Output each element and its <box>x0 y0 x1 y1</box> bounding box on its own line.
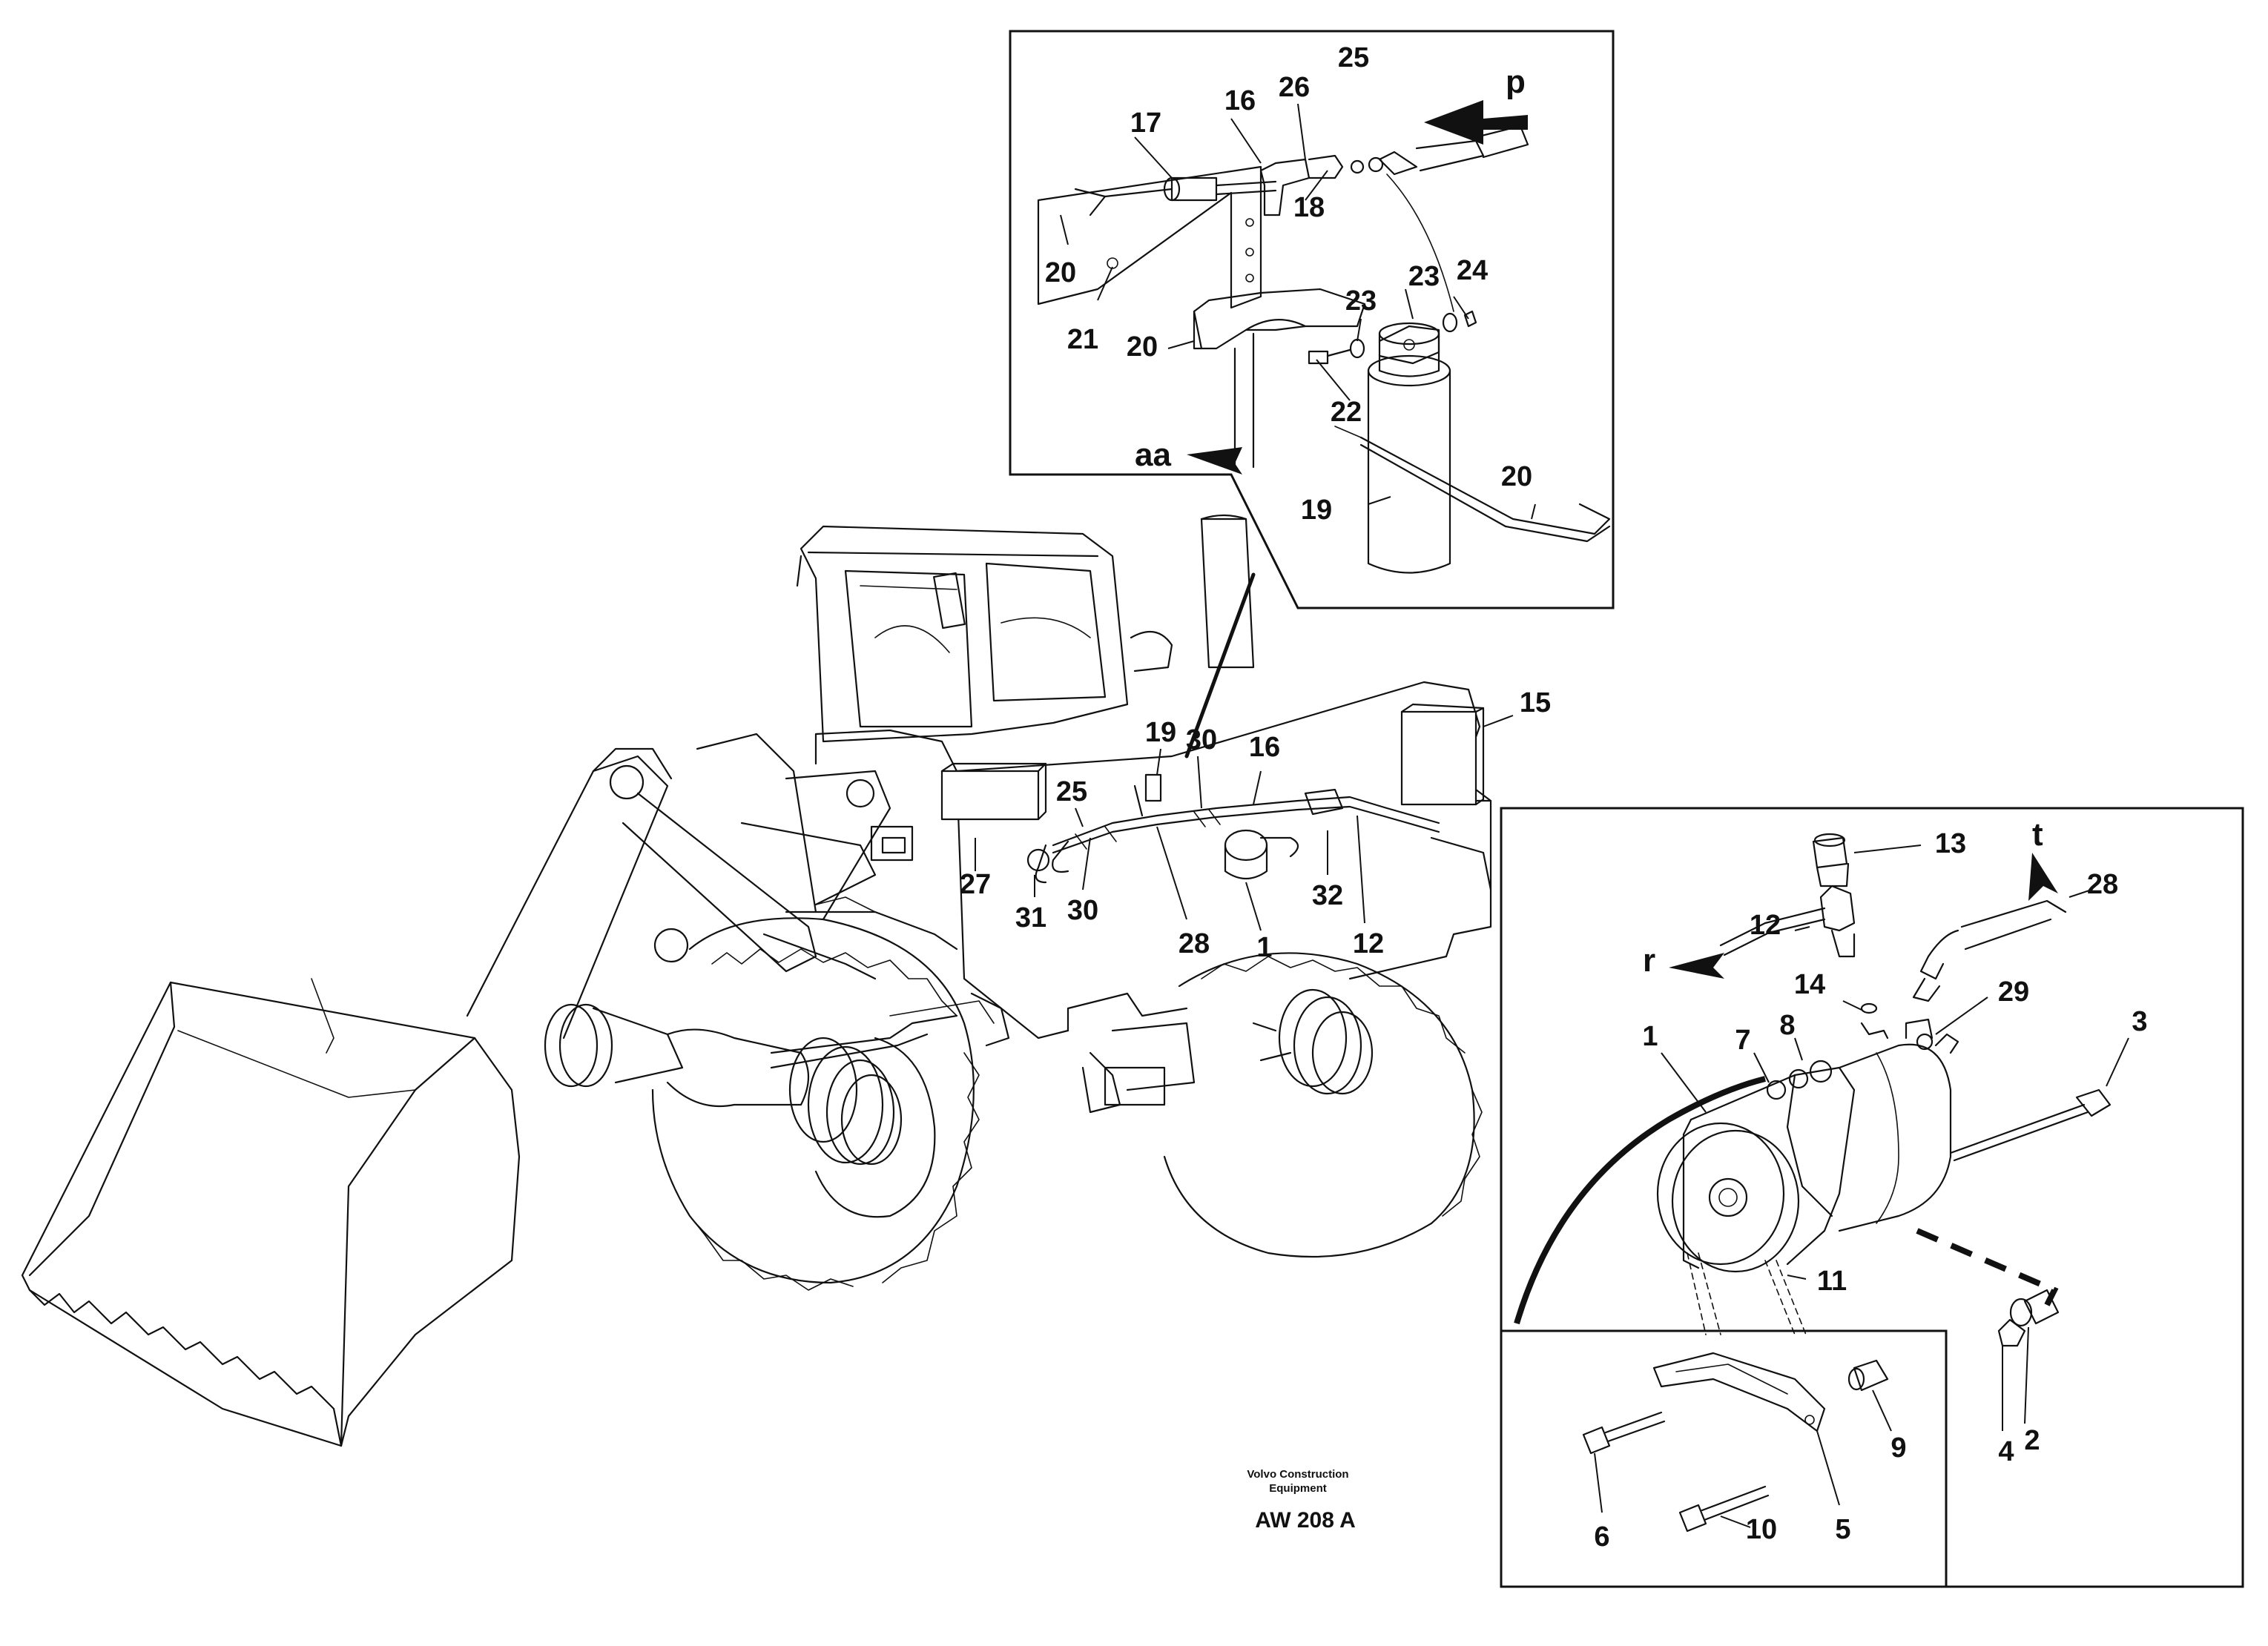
pressure-switch-17 <box>1074 176 1277 217</box>
caption-line-1: Volvo Construction <box>1247 1468 1348 1481</box>
callout-22: 22 <box>1331 397 1362 428</box>
inset-pointer-line <box>1184 572 1256 758</box>
callout-2: 2 <box>2024 1425 2040 1456</box>
callout-9: 9 <box>1890 1432 1906 1464</box>
callout-19: 19 <box>1301 495 1332 526</box>
callout-13: 13 <box>1935 828 1966 859</box>
boom-arms <box>466 733 891 1040</box>
figure-caption: Volvo Construction Equipment AW 208 A <box>1247 1468 1355 1533</box>
bucket <box>21 978 521 1447</box>
callout-15: 15 <box>1520 687 1551 718</box>
front-wheel <box>651 917 980 1291</box>
component-27-box <box>940 770 1040 821</box>
callout-20-a: 20 <box>1045 257 1076 288</box>
view-letter-aa: aa <box>1135 437 1171 473</box>
bracket-21 <box>1037 165 1262 309</box>
callout-12: 12 <box>1750 910 1781 941</box>
callout-21: 21 <box>1067 324 1098 355</box>
callout-4: 4 <box>1998 1436 2014 1467</box>
condenser-15 <box>1400 710 1477 806</box>
callout-14: 14 <box>1794 969 1825 1000</box>
arrow-p <box>1424 100 1528 145</box>
hose-20-bottom <box>1359 436 1611 535</box>
view-letter-p: p <box>1506 64 1526 100</box>
callout-26: 26 <box>1279 72 1310 103</box>
fitting-13 <box>1719 833 1889 1040</box>
callout-31: 31 <box>1015 902 1046 933</box>
inset-top-frame <box>1009 30 1615 609</box>
hose-25 <box>1378 125 1529 312</box>
callout-3: 3 <box>2132 1006 2147 1037</box>
callout-32: 32 <box>1312 880 1343 911</box>
callout-30-a: 30 <box>1186 724 1217 756</box>
inset-bottom: 9 6 10 5 <box>1500 1329 1948 1588</box>
rear-wheel <box>1163 952 1483 1258</box>
callout-12: 12 <box>1353 928 1384 959</box>
callout-18: 18 <box>1293 192 1325 223</box>
callout-28: 28 <box>2087 869 2118 900</box>
caption-line-2: Equipment <box>1269 1482 1327 1495</box>
inset-top: 25 16 26 17 18 20 21 20 23 24 23 22 20 1… <box>1009 30 1615 609</box>
callout-17: 17 <box>1130 108 1161 139</box>
inset-right: 13 28 12 14 29 8 7 1 3 11 4 2 r t <box>1500 807 2244 1588</box>
view-letter-t: t <box>2032 816 2043 853</box>
arrow-aa <box>1187 447 1242 475</box>
callout-20-c: 20 <box>1501 461 1532 492</box>
callout-20-b: 20 <box>1127 331 1158 363</box>
callout-25: 25 <box>1056 776 1087 807</box>
machine-ac-components <box>940 703 1485 884</box>
arrow-r <box>1669 953 1724 979</box>
bracket-5 <box>1652 1352 1826 1432</box>
figure-code: AW 208 A <box>1255 1508 1356 1533</box>
callout-10: 10 <box>1746 1514 1777 1545</box>
clamp-20 <box>1193 288 1366 350</box>
callout-29: 29 <box>1998 976 2029 1008</box>
callout-25: 25 <box>1338 42 1369 73</box>
callout-16: 16 <box>1249 732 1280 763</box>
inset-bottom-frame <box>1500 1329 1948 1588</box>
callout-8: 8 <box>1779 1010 1795 1041</box>
wheel-loader-drawing <box>21 514 1492 1447</box>
callout-5: 5 <box>1835 1514 1850 1545</box>
machine-callouts: 19 30 16 15 25 27 31 30 28 1 32 12 <box>960 687 1551 963</box>
compressor-1 <box>1656 1018 1959 1273</box>
receiver-drier-19 <box>1367 322 1451 574</box>
chassis-body <box>785 681 1492 1114</box>
callout-16: 16 <box>1224 85 1256 116</box>
callout-30-b: 30 <box>1067 895 1098 926</box>
compressor-1-small <box>1224 829 1268 862</box>
callout-23-a: 23 <box>1408 261 1440 292</box>
view-letter-r: r <box>1643 942 1655 979</box>
callout-7: 7 <box>1735 1025 1750 1056</box>
callout-11: 11 <box>1817 1266 1847 1297</box>
inset-right-frame <box>1500 807 2244 1588</box>
callout-6: 6 <box>1594 1521 1609 1553</box>
arrow-t <box>2028 853 2058 901</box>
callout-27: 27 <box>960 869 991 900</box>
cab <box>796 514 1255 743</box>
callout-28: 28 <box>1178 928 1210 959</box>
callout-1: 1 <box>1642 1021 1658 1052</box>
t-fitting-16 <box>1259 154 1384 217</box>
front-axle <box>544 1000 995 1166</box>
callout-23-b: 23 <box>1345 285 1377 317</box>
callout-19: 19 <box>1145 717 1176 748</box>
callout-24: 24 <box>1457 255 1488 286</box>
callout-1: 1 <box>1256 932 1272 963</box>
hose-28 <box>1912 899 2067 1051</box>
